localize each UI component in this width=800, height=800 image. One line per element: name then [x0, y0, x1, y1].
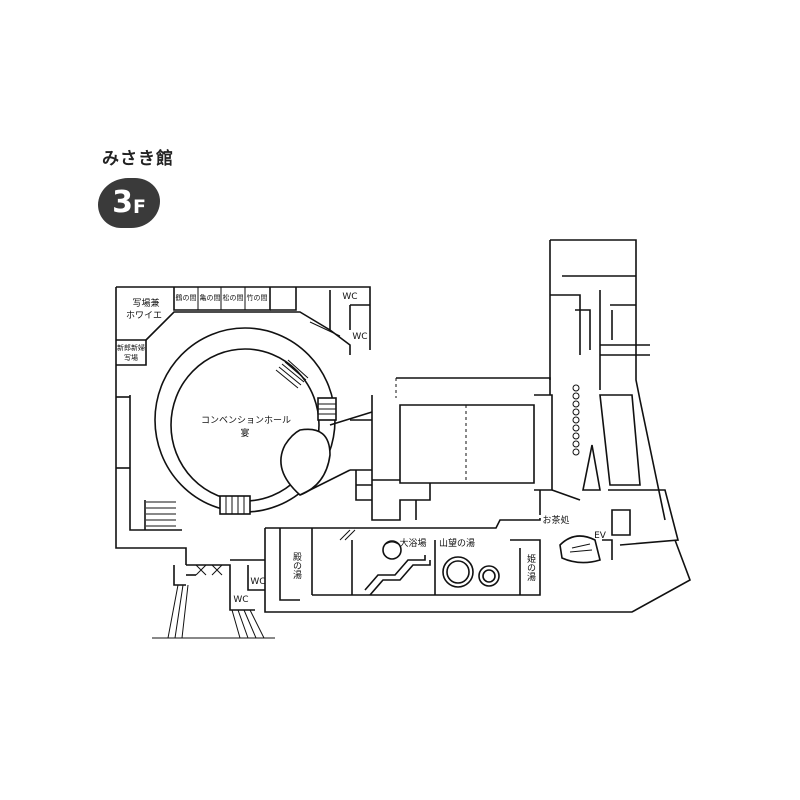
label-wc-bottom-2: WC	[233, 595, 248, 605]
lower-left	[152, 559, 275, 639]
label-tono-bath: 殿の湯	[291, 552, 302, 580]
label-wc-side: WC	[352, 332, 367, 342]
label-daiyokujo: 大浴場	[399, 537, 426, 549]
left-wing-walls	[115, 286, 371, 565]
label-wc-top: WC	[342, 292, 357, 302]
right-tower	[549, 239, 680, 546]
label-ochadokoro: お茶処	[542, 514, 569, 526]
label-photo-foyer-1: 写場兼	[132, 297, 159, 309]
label-utage: 宴	[240, 427, 249, 439]
convention-hall	[154, 327, 373, 515]
building-name: みさき館	[102, 149, 174, 169]
floor-badge: 3 F	[98, 178, 160, 228]
label-wc-bottom-1: WC	[250, 577, 265, 587]
label-tsuru: 鶴の間	[176, 293, 197, 302]
label-sanbo-bath: 山望の湯	[439, 537, 475, 549]
column-dots	[572, 384, 580, 456]
floor-number: 3	[112, 185, 133, 220]
bath-wing	[264, 518, 691, 613]
label-convention: コンベンションホール	[201, 415, 291, 426]
label-newlywed-1: 新郎新婦	[117, 343, 145, 352]
label-kame: 亀の間	[200, 293, 221, 302]
label-newlywed-2: 写場	[124, 353, 138, 362]
label-hime-bath: 姫の湯	[525, 553, 536, 582]
center-block	[350, 377, 553, 521]
label-ev: EV	[594, 531, 607, 541]
floor-unit: F	[132, 195, 146, 218]
label-matsu: 松の間	[223, 293, 244, 302]
label-take: 竹の間	[247, 293, 268, 302]
label-photo-foyer-2: ホワイエ	[126, 310, 162, 321]
labels: 写場兼 ホワイエ 鶴の間 亀の間 松の間 竹の間 新郎新婦 写場 コンベンション…	[117, 292, 607, 605]
